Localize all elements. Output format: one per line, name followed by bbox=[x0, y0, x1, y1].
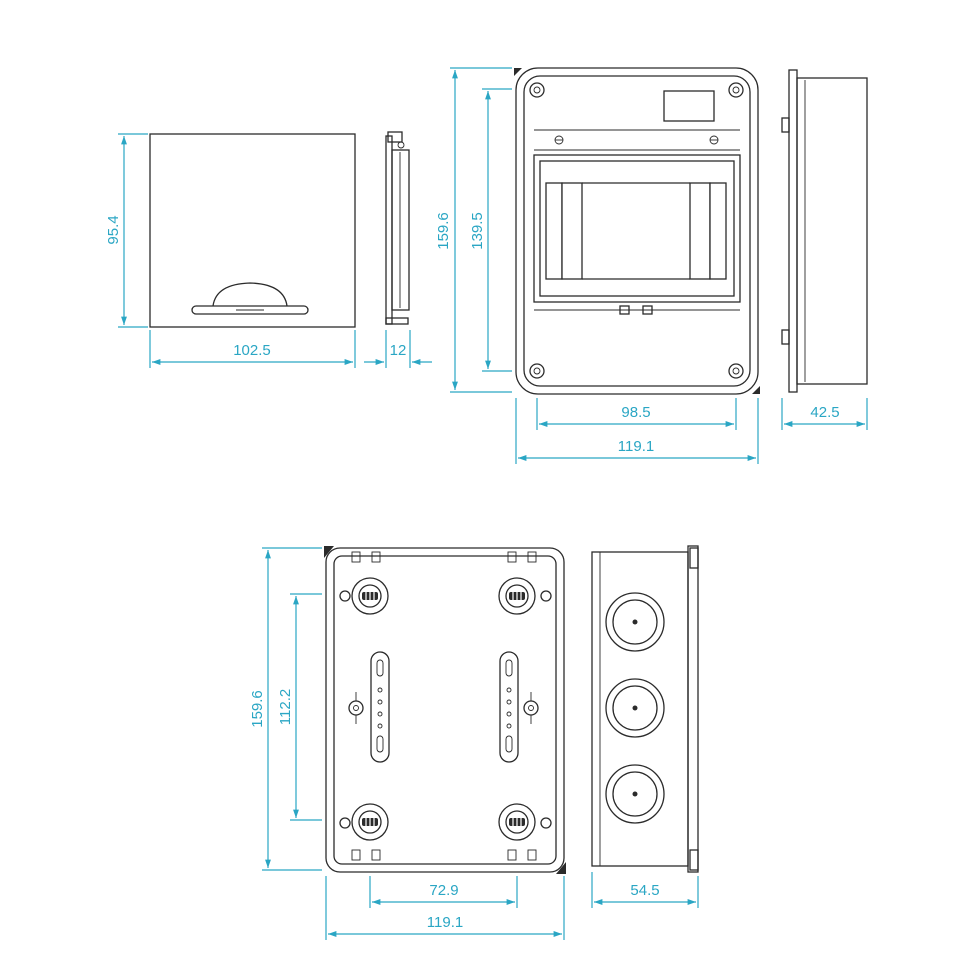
dim-label-119-1-bottom: 119.1 bbox=[427, 914, 463, 931]
enclosure-back-view bbox=[324, 546, 566, 874]
enclosure-front-view bbox=[514, 67, 760, 395]
dim-front-height-inner: 139.5 bbox=[469, 88, 512, 372]
mount-grommet-br bbox=[498, 803, 536, 841]
dim-label-159-6-back: 159.6 bbox=[249, 690, 266, 728]
mount-slot-right bbox=[499, 651, 519, 763]
dim-label-159-6: 159.6 bbox=[435, 212, 452, 250]
dim-cover-side-depth: 12 bbox=[364, 330, 432, 368]
dim-side-depth: 42.5 bbox=[781, 398, 868, 430]
dim-knockout-side-depth: 54.5 bbox=[591, 872, 699, 908]
dim-back-height-mount: 112.2 bbox=[277, 593, 322, 821]
dim-front-width-overall: 119.1 bbox=[515, 398, 759, 464]
knockout-middle bbox=[605, 678, 665, 738]
dim-label-112-2: 112.2 bbox=[277, 689, 294, 725]
dim-label-95-4: 95.4 bbox=[105, 215, 122, 244]
dim-label-72-9: 72.9 bbox=[429, 882, 458, 899]
enclosure-knockout-side-view bbox=[591, 545, 699, 873]
dim-label-54-5: 54.5 bbox=[630, 882, 659, 899]
mount-slot-left bbox=[370, 651, 390, 763]
dim-front-height-overall: 159.6 bbox=[435, 67, 512, 393]
mount-grommet-tl bbox=[351, 577, 389, 615]
mount-grommet-bl bbox=[351, 803, 389, 841]
mount-grommet-tr bbox=[498, 577, 536, 615]
knockout-bottom bbox=[605, 764, 665, 824]
dim-back-width-mount: 72.9 bbox=[369, 876, 518, 908]
cover-side-view bbox=[385, 131, 410, 325]
knockout-top bbox=[605, 592, 665, 652]
dim-front-width-inner: 98.5 bbox=[536, 398, 737, 430]
dim-cover-front-width: 102.5 bbox=[149, 330, 356, 368]
dim-back-height-overall: 159.6 bbox=[249, 547, 322, 871]
dim-cover-front-height: 95.4 bbox=[105, 133, 148, 328]
dim-label-102-5: 102.5 bbox=[233, 342, 271, 359]
dim-label-12: 12 bbox=[390, 342, 407, 359]
enclosure-side-view bbox=[781, 69, 868, 393]
dim-label-42-5: 42.5 bbox=[810, 404, 839, 421]
dim-back-width-overall: 119.1 bbox=[325, 876, 565, 940]
cover-front-view bbox=[149, 133, 356, 328]
dim-label-98-5: 98.5 bbox=[621, 404, 650, 421]
dim-label-119-1-top: 119.1 bbox=[618, 438, 654, 455]
dim-label-139-5: 139.5 bbox=[469, 212, 486, 250]
